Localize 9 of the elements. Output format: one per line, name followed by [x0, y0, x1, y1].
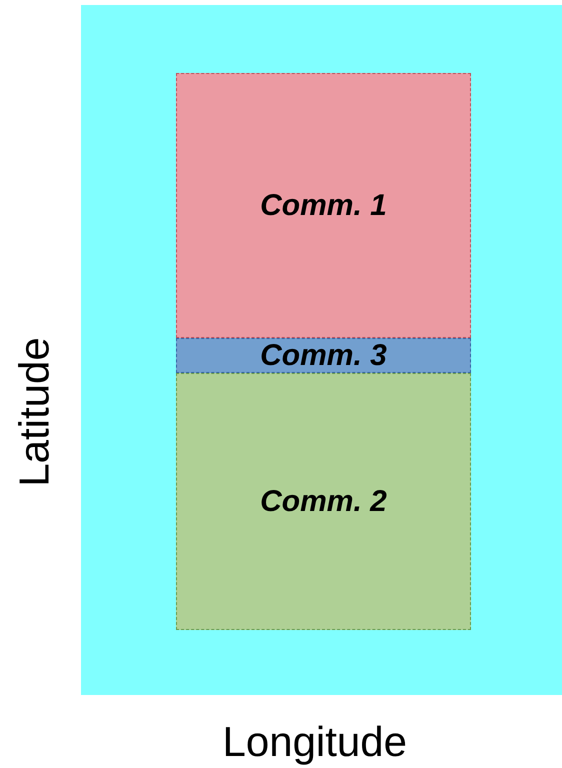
- region-box: [176, 338, 471, 373]
- region-label: Comm. 1: [260, 188, 387, 222]
- region-label: Comm. 3: [260, 338, 387, 372]
- axis-label: Latitude: [13, 337, 56, 487]
- map-area: [81, 5, 562, 695]
- region-label: Comm. 2: [260, 484, 387, 518]
- region-box: [176, 373, 471, 630]
- region-box: [176, 73, 471, 338]
- axis-label: Longitude: [222, 721, 408, 763]
